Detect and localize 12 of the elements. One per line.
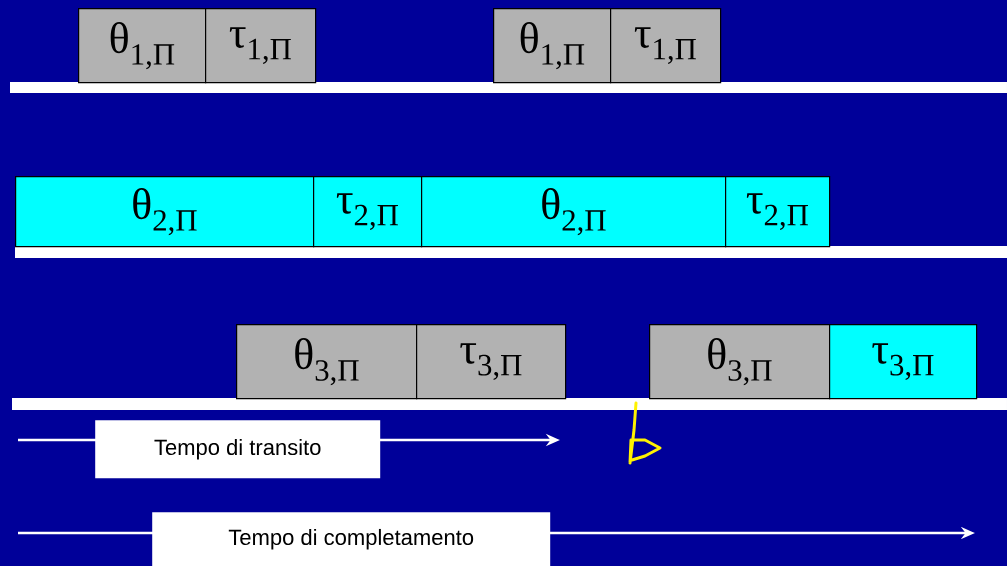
time-segment-box: θ$_{3,Π}$ — [236, 324, 418, 400]
time-segment-box: τ$_{3,Π}$ — [829, 324, 978, 400]
time-segment-box: θ$_{1,Π}$ — [78, 8, 207, 84]
time-segment-box: θ$_{1,Π}$ — [493, 8, 612, 84]
time-segment-box: τ$_{3,Π}$ — [416, 324, 567, 400]
time-segment-box: τ$_{1,Π}$ — [205, 8, 317, 84]
time-label: Tempo di completamento — [152, 512, 551, 566]
time-segment-box: θ$_{3,Π}$ — [649, 324, 831, 400]
time-segment-box: τ$_{1,Π}$ — [610, 8, 722, 84]
time-segment-box: τ$_{2,Π}$ — [725, 176, 831, 248]
time-label: Tempo di transito — [95, 420, 381, 479]
time-segment-box: τ$_{2,Π}$ — [313, 176, 423, 248]
